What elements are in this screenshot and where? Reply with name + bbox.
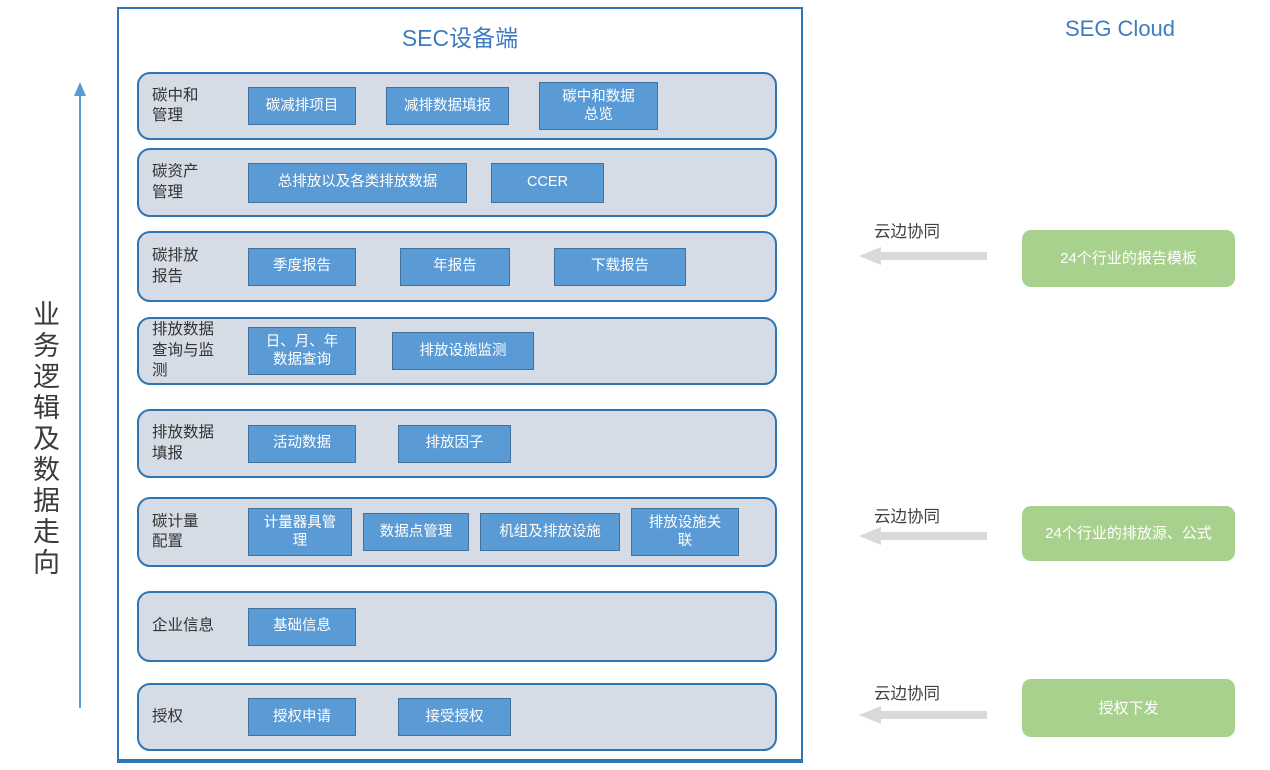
device-panel-title: SEC设备端 — [401, 25, 519, 51]
row-label: 排放数据 填报 — [152, 424, 215, 462]
feature-button: 减排数据填报 — [386, 87, 509, 125]
upward-flow-arrow-icon — [74, 82, 86, 708]
feature-button: 日、月、年 数据查询 — [248, 327, 356, 375]
row-label: 碳排放 报告 — [152, 247, 199, 285]
row-label: 碳计量 配置 — [152, 512, 199, 550]
device-panel: SEC设备端 碳中和 管理 碳减排项目 减排数据填报 碳中和数据 总览 碳资产 … — [117, 7, 803, 763]
module-row-authorization: 授权 授权申请 接受授权 — [137, 683, 777, 751]
module-row-carbon-asset: 碳资产 管理 总排放以及各类排放数据 CCER — [137, 148, 777, 217]
module-row-enterprise-info: 企业信息 基础信息 — [137, 591, 777, 662]
feature-button: 基础信息 — [248, 607, 356, 646]
feature-button: 排放设施关 联 — [631, 508, 739, 556]
row-buttons: 基础信息 — [248, 607, 356, 646]
feature-button: 总排放以及各类排放数据 — [248, 162, 467, 203]
cloud-edge-sync-label: 云边协同 — [874, 223, 940, 241]
left-arrow-icon — [859, 527, 987, 545]
module-row-emission-report: 碳排放 报告 季度报告 年报告 下载报告 — [137, 231, 777, 302]
feature-button: 碳减排项目 — [248, 87, 356, 125]
left-arrow-icon — [859, 247, 987, 265]
row-label: 排放数据 查询与监 测 — [152, 321, 215, 380]
left-arrow-icon — [859, 706, 987, 724]
cloud-edge-sync-label: 云边协同 — [874, 508, 940, 526]
feature-button: 活动数据 — [248, 424, 356, 463]
feature-button: 季度报告 — [248, 247, 356, 286]
module-row-carbon-metering-config: 碳计量 配置 计量器具管 理 数据点管理 机组及排放设施 排放设施关 联 — [137, 497, 777, 567]
vertical-axis-label: 业务逻辑及数据走向 — [29, 300, 59, 579]
cloud-box-report-templates: 24个行业的报告模板 — [1022, 230, 1235, 287]
module-row-data-entry: 排放数据 填报 活动数据 排放因子 — [137, 409, 777, 478]
row-label: 授权 — [152, 707, 184, 725]
row-buttons: 碳减排项目 减排数据填报 碳中和数据 总览 — [248, 82, 658, 130]
row-buttons: 季度报告 年报告 下载报告 — [248, 247, 686, 286]
row-label: 碳中和 管理 — [152, 86, 199, 124]
feature-button: 年报告 — [400, 247, 510, 286]
feature-button: CCER — [491, 162, 604, 203]
row-buttons: 总排放以及各类排放数据 CCER — [248, 162, 604, 203]
module-row-carbon-neutral: 碳中和 管理 碳减排项目 减排数据填报 碳中和数据 总览 — [137, 72, 777, 140]
cloud-edge-sync-label: 云边协同 — [874, 685, 940, 703]
feature-button: 授权申请 — [248, 698, 356, 736]
row-buttons: 授权申请 接受授权 — [248, 698, 511, 736]
feature-button: 碳中和数据 总览 — [539, 82, 658, 130]
feature-button: 数据点管理 — [363, 513, 469, 551]
feature-button: 排放设施监测 — [392, 332, 534, 370]
row-buttons: 计量器具管 理 数据点管理 机组及排放设施 排放设施关 联 — [248, 508, 739, 556]
feature-button: 排放因子 — [398, 424, 511, 463]
feature-button: 下载报告 — [554, 247, 686, 286]
module-row-data-query-monitor: 排放数据 查询与监 测 日、月、年 数据查询 排放设施监测 — [137, 317, 777, 385]
row-buttons: 活动数据 排放因子 — [248, 424, 511, 463]
row-label: 碳资产 管理 — [152, 163, 199, 201]
feature-button: 接受授权 — [398, 698, 511, 736]
cloud-panel-title: SEG Cloud — [1064, 16, 1176, 41]
row-label: 企业信息 — [152, 617, 215, 635]
cloud-box-authorization-dispatch: 授权下发 — [1022, 679, 1235, 737]
feature-button: 机组及排放设施 — [480, 513, 620, 551]
feature-button: 计量器具管 理 — [248, 508, 352, 556]
cloud-box-emission-sources: 24个行业的排放源、公式 — [1022, 506, 1235, 561]
row-buttons: 日、月、年 数据查询 排放设施监测 — [248, 327, 534, 375]
